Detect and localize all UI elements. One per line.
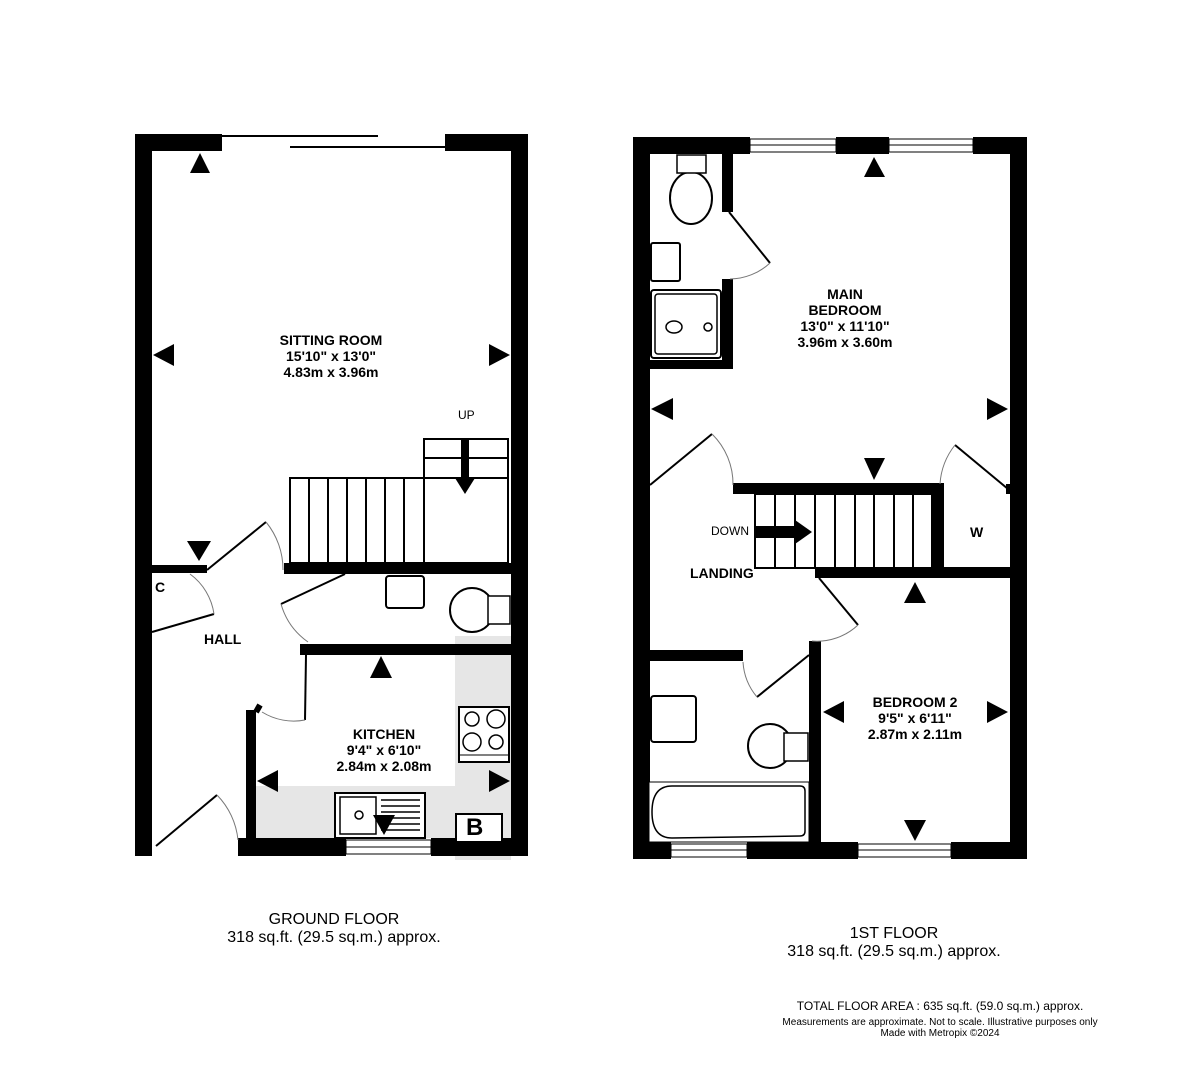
door xyxy=(728,211,771,264)
door xyxy=(818,577,859,626)
total-floor-area: TOTAL FLOOR AREA : 635 sq.ft. (59.0 sq.m… xyxy=(796,999,1084,1013)
wall xyxy=(135,134,222,151)
room-name: MAIN xyxy=(827,286,863,302)
metropix-credit: Made with Metropix ©2024 xyxy=(880,1028,1000,1039)
stairs-arrow-icon xyxy=(795,520,812,544)
wall xyxy=(152,565,207,573)
floor-title: 1ST FLOOR xyxy=(849,925,939,942)
room-dimensions-imperial: 13'0" x 11'10" xyxy=(800,318,890,334)
stairs-up-label: UP xyxy=(458,408,475,422)
main-bedroom-label: MAIN BEDROOM 13'0" x 11'10" 3.96m x 3.60… xyxy=(798,286,893,350)
sitting-room-label: SITTING ROOM 15'10" x 13'0" 4.83m x 3.96… xyxy=(280,332,383,380)
door xyxy=(954,444,1009,490)
measurement-arrows xyxy=(153,153,510,835)
room-dimensions-metric: 2.87m x 2.11m xyxy=(867,726,963,742)
room-dimensions-imperial: 9'4" x 6'10" xyxy=(346,742,422,758)
basin-icon xyxy=(650,242,681,282)
stairs-arrow-icon xyxy=(455,478,475,494)
door xyxy=(206,521,267,571)
staircase xyxy=(289,438,509,564)
wall xyxy=(135,134,152,856)
door xyxy=(151,613,215,633)
room-dimensions-metric: 4.83m x 3.96m xyxy=(283,364,379,380)
floor-area: 318 sq.ft. (29.5 sq.m.) approx. xyxy=(227,929,441,946)
wall xyxy=(300,644,511,655)
door xyxy=(756,654,810,698)
stairs-down-label: DOWN xyxy=(711,524,749,538)
room-dimensions-imperial: 9'5" x 6'11" xyxy=(878,710,952,726)
wall xyxy=(511,134,528,856)
basin-icon xyxy=(650,695,697,743)
first-floor-caption: 1ST FLOOR 318 sq.ft. (29.5 sq.m.) approx… xyxy=(787,925,1000,961)
room-name: SITTING ROOM xyxy=(279,332,383,348)
wall xyxy=(445,134,528,151)
toilet-icon xyxy=(669,171,713,225)
disclaimer: Measurements are approximate. Not to sca… xyxy=(782,1017,1098,1028)
floor-area: 318 sq.ft. (29.5 sq.m.) approx. xyxy=(787,943,1001,960)
room-name: BEDROOM xyxy=(808,302,882,318)
door xyxy=(649,433,713,486)
room-dimensions-metric: 2.84m x 2.08m xyxy=(336,758,432,774)
landing-label: LANDING xyxy=(690,565,754,581)
window xyxy=(670,138,974,858)
room-dimensions-metric: 3.96m x 3.60m xyxy=(797,334,893,350)
basin-icon xyxy=(385,575,425,609)
boiler-label: B xyxy=(466,814,484,841)
boiler-icon xyxy=(455,813,503,843)
wardrobe-label: W xyxy=(970,524,984,540)
ground-floor-plan xyxy=(135,134,528,860)
bedroom-2-label: BEDROOM 2 9'5" x 6'11" 2.87m x 2.11m xyxy=(868,694,962,742)
floor-title: GROUND FLOOR xyxy=(268,911,400,928)
door xyxy=(280,573,346,605)
room-name: BEDROOM 2 xyxy=(872,694,958,710)
ground-floor-caption: GROUND FLOOR 318 sq.ft. (29.5 sq.m.) app… xyxy=(227,911,440,947)
front-door xyxy=(155,794,218,847)
cupboard-label: C xyxy=(155,579,166,595)
wall xyxy=(284,563,511,574)
wall xyxy=(238,838,346,856)
wall xyxy=(246,710,256,838)
first-floor-plan xyxy=(633,137,1027,859)
shower-icon xyxy=(650,289,722,359)
room-name: KITCHEN xyxy=(352,726,416,742)
measurement-arrows xyxy=(651,157,1008,841)
hall-label: HALL xyxy=(204,631,242,647)
kitchen-label: KITCHEN 9'4" x 6'10" 2.84m x 2.08m xyxy=(337,726,432,774)
room-dimensions-imperial: 15'10" x 13'0" xyxy=(285,348,377,364)
